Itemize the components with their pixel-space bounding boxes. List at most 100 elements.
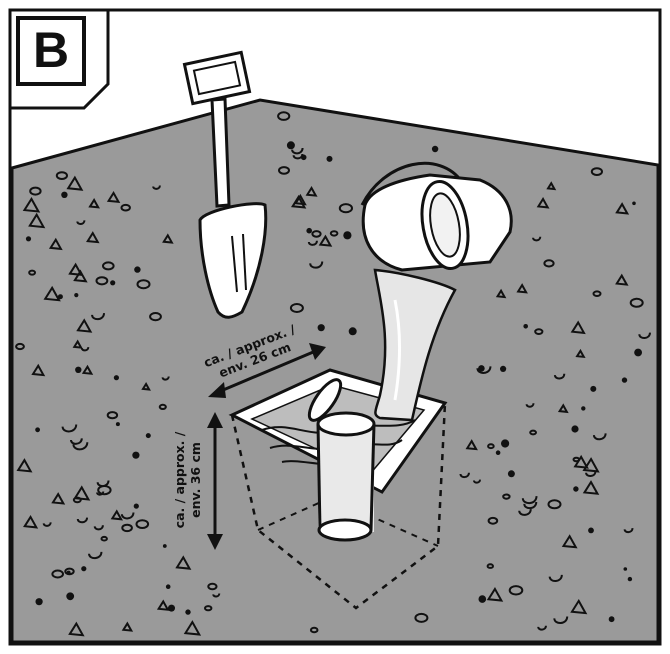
gravel-stone <box>501 439 510 448</box>
gravel-stone <box>638 332 651 340</box>
gravel-stone <box>306 227 313 234</box>
gravel-stone <box>113 375 119 381</box>
gravel-stone <box>175 555 192 570</box>
gravel-stone <box>81 566 87 572</box>
gravel-stone <box>502 493 511 500</box>
gravel-stone <box>110 280 116 286</box>
gravel-stone <box>28 269 36 276</box>
gravel-stone <box>96 491 105 496</box>
gravel-stone <box>76 318 93 333</box>
gravel-stone <box>570 598 588 615</box>
gravel-stone <box>329 230 339 237</box>
gravel-stone <box>508 585 524 596</box>
gravel-stone <box>81 364 94 375</box>
gravel-stone <box>183 620 202 636</box>
gravel-stone <box>557 403 569 414</box>
gravel-stone <box>141 381 151 391</box>
gravel-stone <box>431 145 439 153</box>
gravel-stone <box>207 582 218 591</box>
gravel-stone <box>548 574 563 582</box>
gravel-stone <box>66 570 71 575</box>
gravel-stone <box>543 259 555 268</box>
gravel-stone <box>121 621 134 632</box>
gravel-stone <box>61 191 68 198</box>
gravel-stone <box>289 303 304 313</box>
gravel-stone <box>120 203 131 212</box>
gravel-stone <box>615 273 629 286</box>
gravel-stone <box>338 203 353 214</box>
gravel-stone <box>149 312 162 322</box>
gravel-stone <box>521 495 538 505</box>
gravel-stone <box>486 586 504 602</box>
gravel-stone <box>95 276 109 286</box>
post-sleeve <box>307 378 376 542</box>
gravel-stone <box>73 269 88 283</box>
gravel-stone <box>120 512 135 520</box>
gravel-stone <box>88 198 100 209</box>
gravel-stone <box>516 283 528 294</box>
gravel-stone <box>534 328 544 336</box>
gravel-stone <box>15 342 25 351</box>
gravel-stone <box>590 167 604 177</box>
gravel-stone <box>582 457 600 473</box>
gravel-stone <box>572 456 581 463</box>
gravel-stone <box>478 365 485 372</box>
panel-label-box: B <box>8 8 110 110</box>
gravel-stone <box>588 527 594 534</box>
gravel-stone <box>43 285 61 302</box>
gravel-stone <box>55 171 69 181</box>
gravel-stone <box>86 231 100 244</box>
gravel-stone <box>478 595 487 603</box>
gravel-stone <box>629 297 644 308</box>
gravel-stone <box>623 567 628 571</box>
gravel-stone <box>561 534 578 549</box>
depth-dimension-arrow <box>207 412 223 550</box>
gravel-stone <box>585 471 597 478</box>
bucket-icon <box>360 161 513 272</box>
gravel-stone <box>165 584 171 589</box>
gravel-stone <box>518 508 532 516</box>
depth-label-line2: env. 36 cm <box>188 442 203 518</box>
gravel-stone <box>72 339 83 349</box>
gravel-stone <box>553 373 566 380</box>
gravel-stone <box>136 279 151 290</box>
gravel-stone <box>185 609 191 615</box>
gravel-stone <box>61 424 78 433</box>
gravel-stone <box>326 155 333 162</box>
gravel-stone <box>76 517 89 524</box>
gravel-stones <box>15 111 651 637</box>
gravel-stone <box>74 293 79 298</box>
gravel-stone <box>459 472 470 479</box>
gravel-stone <box>134 266 141 273</box>
gravel-stone <box>80 346 90 352</box>
gravel-stone <box>476 366 492 374</box>
gravel-stone <box>73 485 91 501</box>
gravel-stone <box>573 486 579 492</box>
gravel-stone <box>23 514 39 529</box>
gravel-stone <box>68 621 85 637</box>
gravel-stone <box>93 525 104 531</box>
gravel-stone <box>634 348 642 357</box>
gravel-stone <box>553 616 569 624</box>
gravel-stone <box>290 194 307 209</box>
gravel-stone <box>632 201 636 206</box>
gravel-stone <box>42 522 52 527</box>
gravel-stone <box>547 499 562 510</box>
gravel-stone <box>31 363 46 377</box>
gravel-stone <box>162 233 174 244</box>
gravel-stone <box>532 236 542 242</box>
shovel-icon <box>182 50 268 319</box>
gravel-stone <box>575 348 586 359</box>
gravel-stone <box>152 185 161 190</box>
gravel-stone <box>57 294 63 300</box>
gravel-stone <box>309 626 319 634</box>
gravel-stone <box>546 181 557 191</box>
gravel-stone <box>317 324 325 332</box>
gravel-stone <box>72 496 82 504</box>
gravel-stone <box>286 141 295 150</box>
gravel-stone <box>465 439 478 451</box>
gravel-stone <box>523 324 528 329</box>
gravel-stone <box>66 592 75 601</box>
gravel-stone <box>66 175 84 191</box>
